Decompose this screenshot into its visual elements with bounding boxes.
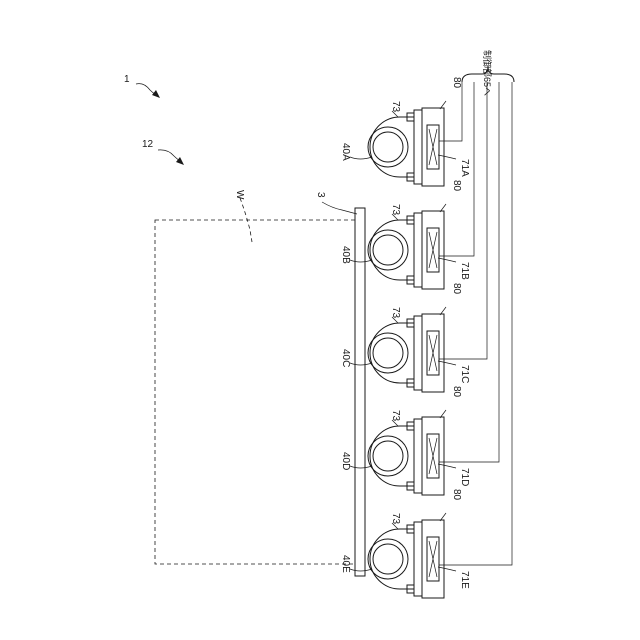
sensor-label: 71B	[459, 262, 470, 280]
sensor-label: 71E	[459, 571, 470, 589]
sensor-label: 71C	[459, 365, 470, 383]
roller-outer	[368, 436, 408, 476]
roller-unit: 73 80 40D 71D	[340, 82, 499, 495]
bearing-label: 73	[390, 513, 401, 525]
roller-core	[373, 132, 403, 162]
sensor-element	[429, 335, 437, 371]
housing-label: 80	[451, 180, 462, 192]
sensor-leader	[438, 258, 456, 262]
plate-label: 3	[315, 192, 326, 198]
roller-units: 73 80 40A 71A 73 80 40B 71B 73 80 40C 71C 73 80 40D 71D…	[340, 77, 512, 598]
roller-core	[373, 235, 403, 265]
roller-outer	[368, 127, 408, 167]
plate-leader	[322, 202, 357, 214]
roller-unit: 73 80 40A 71A	[340, 77, 470, 186]
roller-outer	[368, 333, 408, 373]
roller-core	[373, 338, 403, 368]
roller-leader	[350, 466, 372, 468]
sensor-label: 71A	[459, 159, 470, 177]
bearing-bracket	[370, 220, 414, 280]
housing-flange	[414, 419, 422, 493]
roller-leader	[350, 157, 372, 159]
sensor-leader	[438, 155, 456, 159]
sensor-leader	[438, 361, 456, 365]
workpiece-label: W	[234, 190, 245, 200]
housing-flange	[414, 316, 422, 390]
bearing-label: 73	[390, 307, 401, 319]
assembly-ref-arrowhead	[176, 157, 184, 165]
housing-label: 80	[451, 283, 462, 295]
roller-unit: 73 80 40E 71E	[340, 82, 512, 598]
housing-flange	[414, 110, 422, 184]
housing-label: 80	[451, 77, 462, 89]
housing-label: 80	[451, 489, 462, 501]
bearing-label: 73	[390, 204, 401, 216]
bearing-label: 73	[390, 101, 401, 113]
workpiece-outline	[155, 220, 355, 564]
housing-flange	[414, 522, 422, 596]
roller-label: 40D	[340, 452, 351, 470]
housing-flange	[414, 213, 422, 287]
bearing-bracket	[370, 426, 414, 486]
assembly-ref-label: 12	[142, 139, 154, 150]
roller-leader	[350, 569, 372, 571]
bearing-label: 73	[390, 410, 401, 422]
figure-ref-arrowhead	[152, 90, 160, 98]
bearing-bracket	[370, 117, 414, 177]
signal-wire	[439, 82, 512, 565]
roller-outer	[368, 230, 408, 270]
signal-wire	[439, 82, 462, 141]
bearing-bracket	[370, 529, 414, 589]
plate	[355, 208, 365, 576]
roller-core	[373, 544, 403, 574]
sensor-leader	[438, 464, 456, 468]
roller-outer	[368, 539, 408, 579]
roller-leader	[350, 363, 372, 365]
roller-label: 40C	[340, 349, 351, 367]
roller-core	[373, 441, 403, 471]
roller-leader	[350, 260, 372, 262]
signal-wire	[439, 82, 487, 359]
sensor-label: 71D	[459, 468, 470, 486]
sensor-element	[429, 232, 437, 268]
roller-label: 40A	[340, 143, 351, 161]
sensor-element	[429, 541, 437, 577]
roller-label: 40B	[340, 246, 351, 264]
sensor-element	[429, 129, 437, 165]
sensor-element	[429, 438, 437, 474]
roller-label: 40E	[340, 555, 351, 573]
sensor-leader	[438, 567, 456, 571]
housing-label: 80	[451, 386, 462, 398]
figure-ref-label: 1	[124, 74, 130, 85]
bearing-bracket	[370, 323, 414, 383]
